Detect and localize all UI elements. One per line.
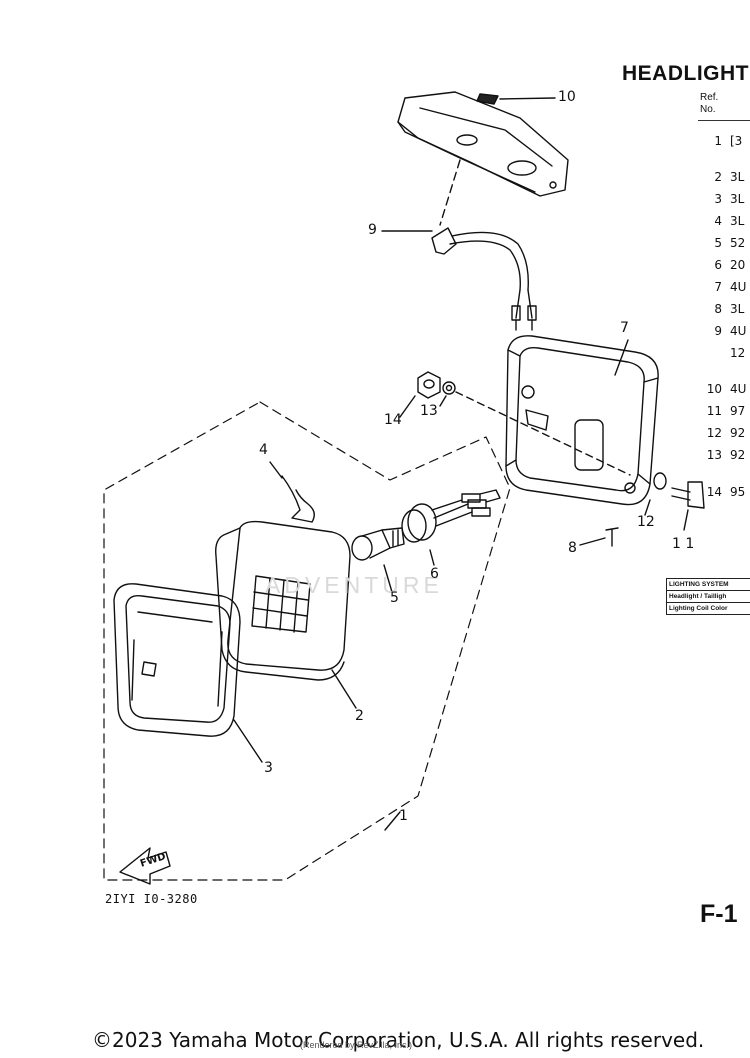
- callout-5: 5: [390, 590, 399, 606]
- callout-4: 4: [259, 442, 268, 458]
- legend-header: LIGHTING SYSTEM: [667, 579, 750, 591]
- assembly-outline: [103, 401, 511, 881]
- table-header: Ref. No.: [700, 92, 718, 116]
- bolt-washer-drawing: [605, 472, 705, 547]
- callout-9: 9: [368, 222, 377, 238]
- bulb-socket-drawing: [401, 489, 501, 543]
- table-row: 1[3: [714, 134, 743, 148]
- copyright-notice: ©2023 Yamaha Motor Corporation, U.S.A. A…: [92, 1028, 705, 1052]
- lens-unit-drawing: [215, 520, 351, 681]
- table-row: 12: [730, 346, 746, 360]
- rendered-note: (Rendered by RevZilla, Inc.): [300, 1040, 413, 1050]
- rim-drawing: [113, 583, 241, 737]
- callout-1: 1: [399, 808, 408, 824]
- spring-clip-drawing: [281, 475, 315, 523]
- page-label: F-1: [700, 900, 738, 928]
- header-divider: [698, 120, 750, 121]
- ref-header: Ref.: [700, 92, 719, 103]
- callout-3: 3: [264, 760, 273, 776]
- callout-13: 13: [420, 403, 438, 419]
- callout-6: 6: [430, 566, 439, 582]
- callout-8: 8: [568, 540, 577, 556]
- fwd-arrow: [119, 847, 171, 885]
- legend-line: Headlight / Tailligh: [667, 591, 750, 603]
- callout-14: 14: [384, 412, 402, 428]
- mounting-bracket-drawing: [397, 91, 569, 197]
- callout-12: 12: [637, 514, 655, 530]
- figure-code: 2IYI I0-3280: [105, 892, 198, 906]
- no-header: No.: [700, 104, 716, 115]
- callout-10: 10: [558, 89, 576, 105]
- watermark: ADVENTURE: [265, 572, 443, 598]
- lighting-system-legend: LIGHTING SYSTEM Headlight / Tailligh Lig…: [666, 578, 750, 615]
- headlight-housing-drawing: [505, 335, 659, 506]
- callout-7: 7: [620, 320, 629, 336]
- socket-harness-drawing: [431, 159, 537, 331]
- bulb-drawing: [351, 527, 405, 561]
- nut-washer-drawing: [417, 371, 456, 399]
- callout-11: 1 1: [672, 536, 695, 552]
- page-title: HEADLIGHT: [622, 62, 749, 85]
- callout-2: 2: [355, 708, 364, 724]
- legend-line: Lighting Coil Color: [669, 605, 728, 612]
